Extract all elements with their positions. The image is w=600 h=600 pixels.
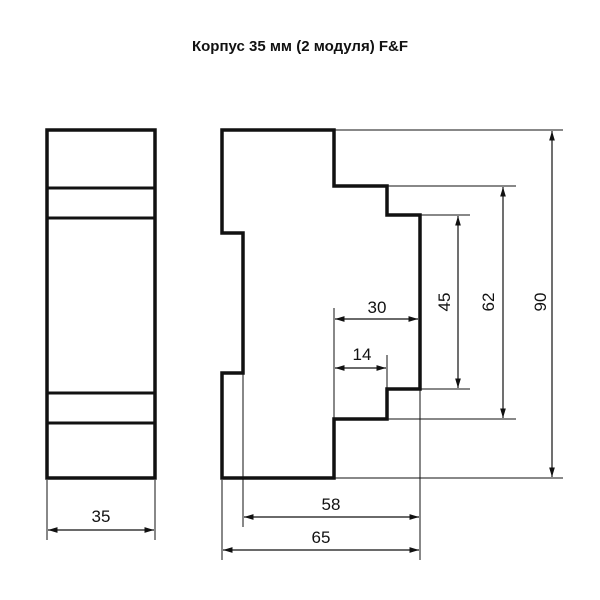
dim-label-35: 35 <box>92 507 111 526</box>
dim-label-45: 45 <box>435 293 454 312</box>
dim-label-58: 58 <box>322 495 341 514</box>
extension-lines <box>46 129 563 560</box>
dim-label-90: 90 <box>531 293 550 312</box>
dim-label-65: 65 <box>312 528 331 547</box>
dim-label-14: 14 <box>353 345 372 364</box>
dim-label-62: 62 <box>479 293 498 312</box>
side-view-outline <box>220 128 422 480</box>
dim-label-30: 30 <box>368 298 387 317</box>
front-view <box>45 128 157 480</box>
drawing-title: Корпус 35 мм (2 модуля) F&F <box>191 38 409 55</box>
